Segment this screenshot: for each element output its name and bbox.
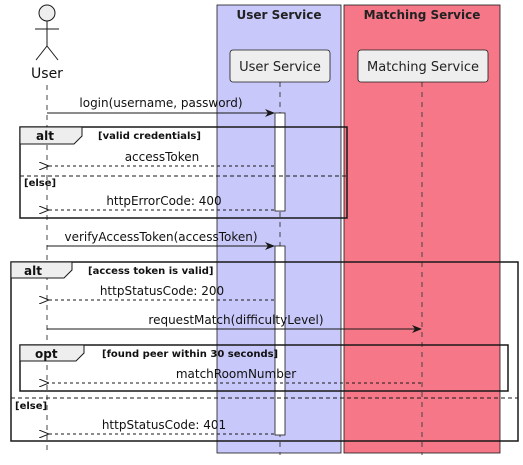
message-label: httpErrorCode: 400 bbox=[106, 194, 221, 208]
message-label: login(username, password) bbox=[79, 96, 242, 110]
user-service-activation-2 bbox=[274, 245, 286, 436]
alt-condition: [access token is valid] bbox=[88, 266, 213, 277]
user-service-participant: User Service bbox=[229, 49, 331, 83]
message-label: accessToken bbox=[125, 150, 200, 164]
matching-service-box-title: Matching Service bbox=[364, 8, 481, 22]
message-request-match: requestMatch(difficultyLevel) bbox=[47, 313, 422, 333]
message-label: httpStatusCode: 401 bbox=[102, 418, 226, 432]
opt-fragment: opt [found peer within 30 seconds] bbox=[19, 344, 509, 392]
message-label: matchRoomNumber bbox=[176, 367, 296, 381]
user-service-box-title: User Service bbox=[236, 8, 321, 22]
opt-keyword: opt bbox=[35, 347, 58, 361]
alt-else-label: [else] bbox=[24, 178, 56, 189]
alt-fragment-token: alt [access token is valid] [else] bbox=[10, 261, 519, 442]
message-http-error-400: httpErrorCode: 400 bbox=[48, 194, 274, 210]
message-http-status-401: httpStatusCode: 401 bbox=[48, 418, 274, 434]
alt-keyword: alt bbox=[36, 129, 54, 143]
message-access-token: accessToken bbox=[48, 150, 274, 166]
alt-condition: [valid credentials] bbox=[98, 131, 201, 142]
message-login: login(username, password) bbox=[47, 96, 275, 117]
user-actor-icon bbox=[35, 4, 59, 61]
alt-else-label: [else] bbox=[15, 401, 47, 412]
opt-condition: [found peer within 30 seconds] bbox=[102, 349, 278, 360]
message-label: httpStatusCode: 200 bbox=[100, 284, 224, 298]
matching-service-participant-label: Matching Service bbox=[367, 60, 479, 75]
message-label: requestMatch(difficultyLevel) bbox=[148, 313, 323, 327]
message-label: verifyAccessToken(accessToken) bbox=[64, 230, 257, 244]
user-actor-label: User bbox=[31, 66, 63, 82]
alt-keyword: alt bbox=[24, 264, 42, 278]
alt-fragment-credentials: alt [valid credentials] [else] bbox=[19, 126, 348, 219]
matching-service-participant: Matching Service bbox=[357, 49, 489, 83]
message-verify-access-token: verifyAccessToken(accessToken) bbox=[47, 230, 275, 250]
user-service-participant-label: User Service bbox=[239, 60, 321, 75]
message-match-room-number: matchRoomNumber bbox=[48, 367, 421, 383]
message-http-status-200: httpStatusCode: 200 bbox=[48, 284, 274, 300]
user-service-activation-1 bbox=[274, 112, 286, 212]
